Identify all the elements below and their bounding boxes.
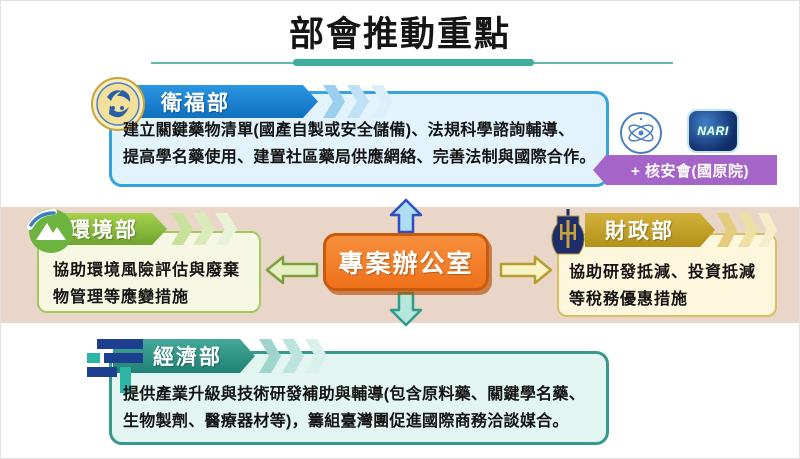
banner-chevron <box>282 339 304 373</box>
arrow-down-icon <box>389 291 423 332</box>
banner-chevron <box>171 213 193 245</box>
mof-body-line: 協助研發抵減、投資抵減 <box>569 264 757 281</box>
mof-banner-label: 財政部 <box>605 220 674 243</box>
mohw-banner-label: 衛福部 <box>161 91 230 115</box>
banner-chevron <box>305 339 327 373</box>
center-office-label: 專案辦公室 <box>338 250 474 278</box>
nsc-badge: + 核安會(國原院) <box>593 155 777 185</box>
page-title: 部會推動重點 <box>288 15 511 54</box>
banner-chevron <box>193 213 215 245</box>
moenv-banner-label: 環境部 <box>69 219 138 242</box>
banner-chevron <box>371 85 393 118</box>
banner-chevron <box>738 213 758 247</box>
banner-chevron <box>215 213 237 245</box>
nsc-atom-seal-icon <box>619 111 663 155</box>
moea-body-line: 生物製劑、醫療器材等)，籌組臺灣團促進國際商務洽談媒合。 <box>123 413 569 430</box>
moenv-mountain-icon <box>27 207 75 255</box>
arrow-right-icon <box>499 255 553 290</box>
moenv-body-line: 協助環境風險評估與廢棄 <box>53 262 241 279</box>
title-underline-thick <box>293 59 534 66</box>
nsc-badge-label: + 核安會(國原院) <box>631 162 749 180</box>
arrow-up-icon <box>389 198 423 239</box>
mohw-body: 建立關鍵藥物清單(國產自製或安全儲備)、法規科學諮詢輔導、 提高學名藥使用、建置… <box>123 117 596 171</box>
mohw-seal-icon <box>91 77 145 131</box>
arrow-left-icon <box>265 255 319 290</box>
mohw-body-line: 建立關鍵藥物清單(國產自製或安全儲備)、法規科學諮詢輔導、 <box>123 122 575 139</box>
mof-body-line: 等稅務優惠措施 <box>569 291 689 308</box>
moea-bars-icon <box>87 335 145 393</box>
mohw-body-line: 提高學名藥使用、建置社區藥局供應網絡、完善法制與國際合作。 <box>123 149 596 166</box>
moenv-body: 協助環境風險評估與廢棄 物管理等應變措施 <box>53 257 240 311</box>
moea-banner-label: 經濟部 <box>153 346 222 369</box>
mof-banner: 財政部 <box>585 213 715 247</box>
mohw-banner: 衛福部 <box>113 85 318 118</box>
banner-chevron <box>717 213 737 247</box>
nari-globe-icon: NARI <box>687 109 739 153</box>
mof-emblem-icon <box>547 208 589 260</box>
moea-body: 提供產業升級與技術研發補助與輔導(包含原料藥、關鍵學名藥、 生物製劑、醫療器材等… <box>123 381 585 435</box>
mof-body: 協助研發抵減、投資抵減 等稅務優惠措施 <box>569 259 756 313</box>
banner-chevron <box>323 85 345 118</box>
banner-chevron <box>259 339 281 373</box>
nari-logo-label: NARI <box>697 124 729 138</box>
center-office-box: 專案辦公室 <box>323 233 489 291</box>
moea-body-line: 提供產業升級與技術研發補助與輔導(包含原料藥、關鍵學名藥、 <box>123 386 586 403</box>
moenv-body-line: 物管理等應變措施 <box>53 289 190 306</box>
banner-chevron <box>347 85 369 118</box>
banner-chevron <box>758 213 777 247</box>
